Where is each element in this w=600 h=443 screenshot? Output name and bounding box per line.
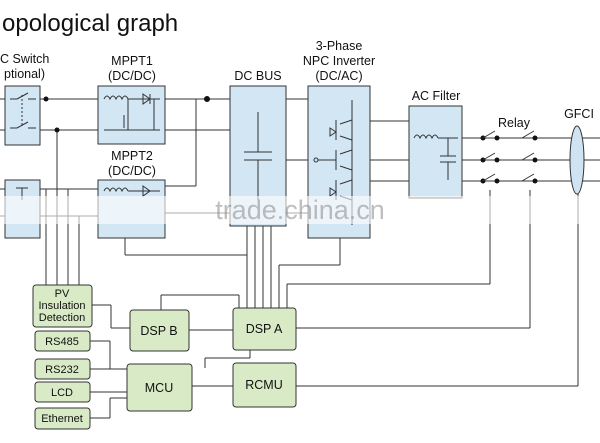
mppt2-block: MPPT2 (DC/DC): [97, 149, 166, 239]
dc-bus-title: DC BUS: [234, 69, 281, 83]
rcmu-box: [232, 362, 297, 408]
mcu-box: [126, 363, 193, 412]
mcu-block: MCU: [126, 363, 193, 412]
dsp-b-label: DSP B: [140, 324, 177, 338]
ethernet-box: [34, 407, 91, 430]
lcd-block: LCD: [34, 381, 91, 403]
rs485-box: [34, 330, 91, 352]
mppt1-block: MPPT1 (DC/DC): [97, 54, 166, 145]
pv-insulation-block: PV Insulation Detection: [32, 284, 93, 328]
lcd-box: [34, 381, 91, 403]
mppt1-box: [97, 85, 166, 145]
ac-filter-block: AC Filter: [408, 89, 463, 199]
dc-switch-label-2: ptional): [4, 67, 45, 81]
relay-contacts-icon: [482, 130, 535, 182]
pv-insulation-line-3: Detection: [39, 312, 85, 324]
rs485-block: RS485: [34, 330, 91, 352]
gfci-ring: [569, 125, 585, 195]
diagram-title: opological graph: [2, 10, 178, 37]
mcu-label: MCU: [145, 381, 173, 395]
dsp-a-box: [232, 307, 297, 351]
lcd-label: LCD: [51, 387, 73, 399]
lc-filter-icon: [413, 134, 458, 180]
rcmu-label: RCMU: [245, 378, 283, 392]
rs485-label: RS485: [45, 336, 79, 348]
relay-title: Relay: [498, 116, 531, 130]
pv-insulation-line-2: Insulation: [38, 300, 85, 312]
mppt2-subtitle: (DC/DC): [108, 164, 156, 178]
ac-filter-title: AC Filter: [412, 89, 461, 103]
rs232-box: [34, 358, 91, 380]
mppt1-title: MPPT1: [111, 54, 153, 68]
watermark-text: trade.china.cn: [215, 195, 385, 225]
mppt2-title: MPPT2: [111, 149, 153, 163]
inverter-title-1: 3-Phase: [316, 39, 363, 53]
ethernet-block: Ethernet: [34, 407, 91, 430]
rs232-block: RS232: [34, 358, 91, 380]
inverter-title-3: (DC/AC): [315, 69, 362, 83]
dsp-a-label: DSP A: [246, 322, 283, 336]
rcmu-block: RCMU: [232, 362, 297, 408]
dsp-b-box: [129, 309, 190, 352]
dsp-a-block: DSP A: [232, 307, 297, 351]
boost-converter-icon: [103, 93, 160, 131]
pv-insulation-box: [32, 284, 93, 328]
mppt1-subtitle: (DC/DC): [108, 69, 156, 83]
inverter-title-2: NPC Inverter: [303, 54, 375, 68]
boost-converter-icon-2: [103, 185, 160, 197]
switch-symbol-icon: [10, 92, 36, 129]
ethernet-label: Ethernet: [41, 413, 83, 425]
watermark-band: [0, 196, 600, 224]
ac-filter-box: [408, 105, 463, 199]
gfci-block: GFCI: [564, 107, 594, 195]
gfci-title: GFCI: [564, 107, 594, 121]
capacitor-icon: [244, 112, 272, 200]
dsp-b-block: DSP B: [129, 309, 190, 352]
relay-block: Relay: [482, 116, 535, 182]
signal-wires: [45, 130, 579, 419]
rs232-label: RS232: [45, 364, 79, 376]
dc-switch-label-1: C Switch: [0, 52, 49, 66]
pv-insulation-line-1: PV: [55, 288, 70, 300]
